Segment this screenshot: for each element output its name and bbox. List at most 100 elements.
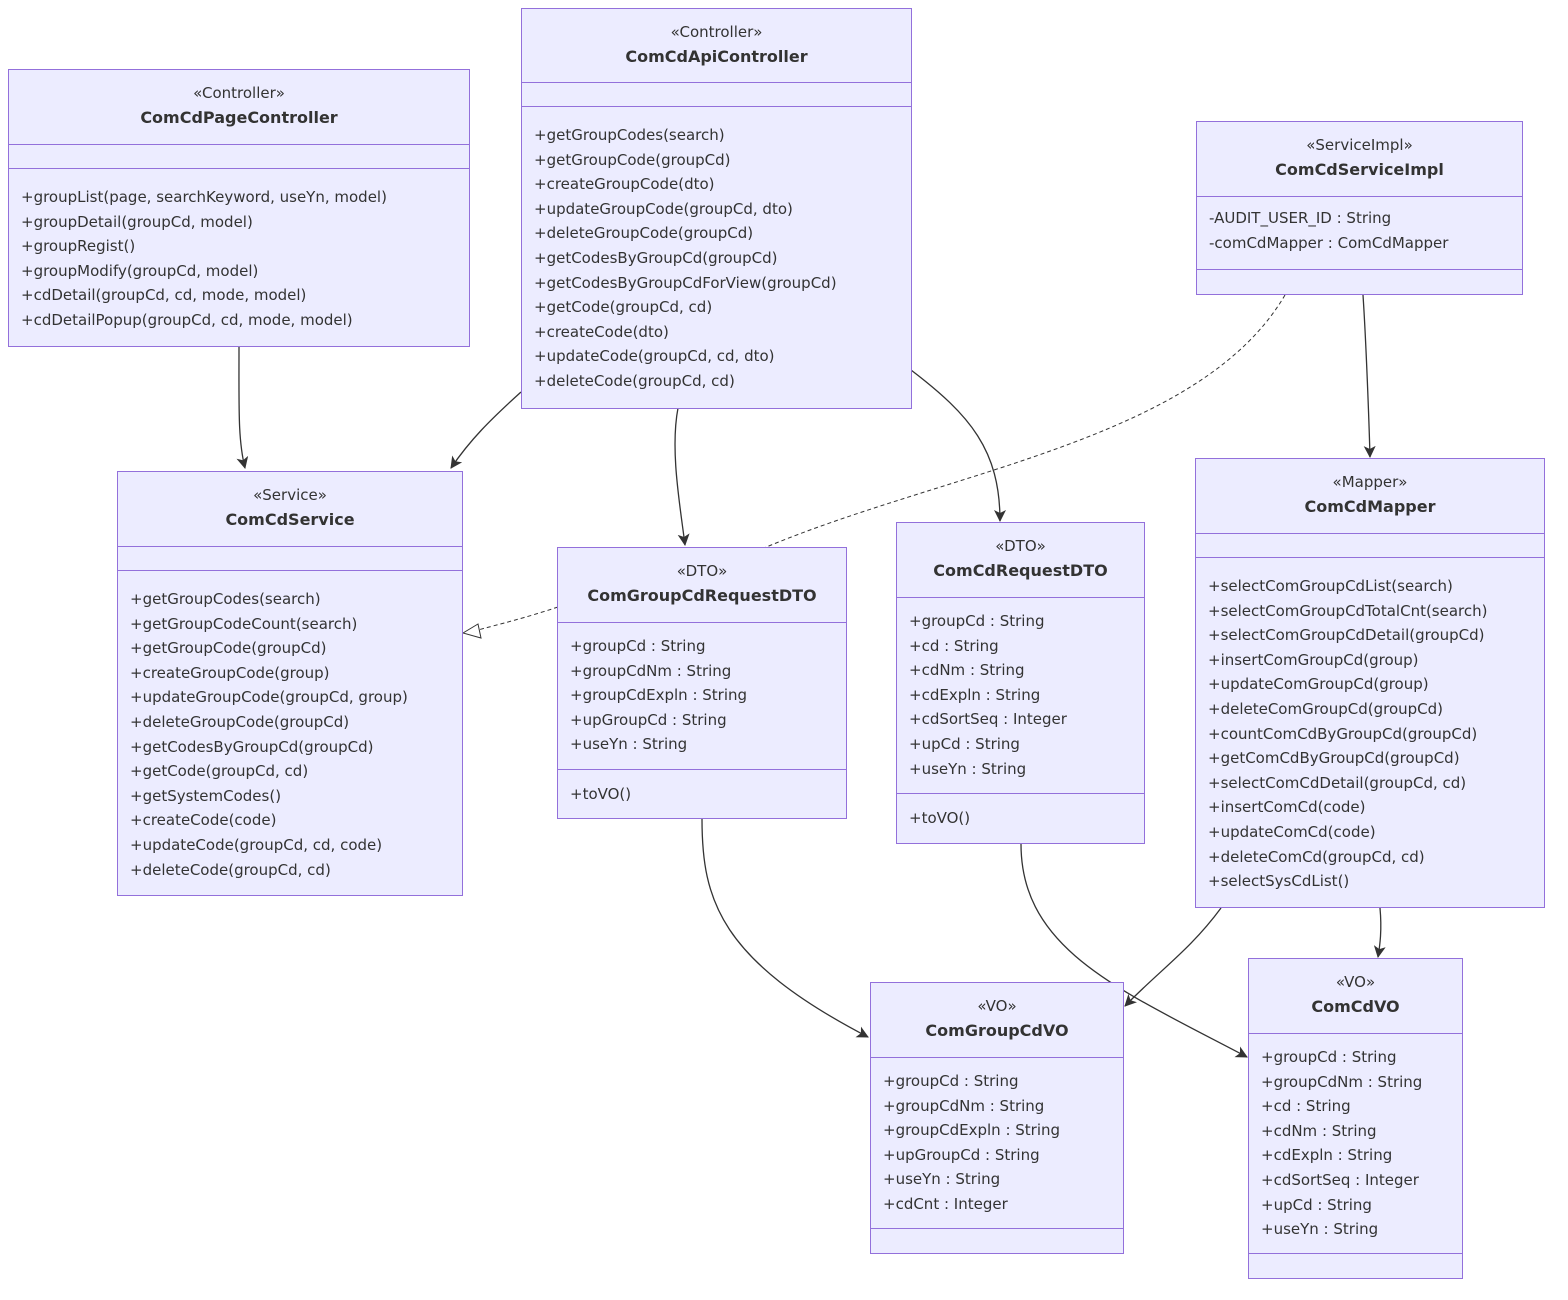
edge-mapper-cdvo bbox=[1373, 907, 1386, 958]
method: +selectComCdDetail(groupCd, cd) bbox=[1208, 773, 1467, 792]
attribute: -AUDIT_USER_ID : String bbox=[1209, 209, 1392, 227]
method: +getCodesByGroupCd(groupCd) bbox=[130, 737, 374, 756]
attribute: +upCd : String bbox=[1261, 1195, 1372, 1214]
class-comcdapicontroller: «Controller» ComCdApiController +getGrou… bbox=[521, 8, 912, 409]
method: +getGroupCode(groupCd) bbox=[130, 639, 327, 658]
class-comcdserviceimpl: «ServiceImpl» ComCdServiceImpl -AUDIT_US… bbox=[1196, 121, 1523, 295]
attribute: +groupCdNm : String bbox=[883, 1096, 1045, 1115]
class-comgroupcdrequestdto: «DTO» ComGroupCdRequestDTO +groupCd : St… bbox=[557, 547, 847, 819]
edge-pagecontroller-service bbox=[236, 346, 249, 469]
attribute: +upGroupCd : String bbox=[883, 1145, 1040, 1164]
attributes-section: +groupCd : String +groupCdNm : String +g… bbox=[558, 634, 846, 757]
method: +updateGroupCode(groupCd, group) bbox=[130, 688, 408, 707]
attributes-section: +groupCd : String +cd : String +cdNm : S… bbox=[897, 609, 1144, 781]
method: +countComCdByGroupCd(groupCd) bbox=[1208, 724, 1478, 743]
method: +updateGroupCode(groupCd, dto) bbox=[534, 199, 793, 218]
method: +updateCode(groupCd, cd, code) bbox=[130, 835, 383, 854]
realization-triangle bbox=[461, 623, 482, 639]
attribute: +useYn : String bbox=[909, 759, 1027, 778]
attribute: +cdExpln : String bbox=[1261, 1146, 1393, 1165]
attribute: +cdSortSeq : Integer bbox=[909, 710, 1067, 729]
attribute: +cdNm : String bbox=[909, 661, 1025, 680]
methods-section: +toVO() bbox=[558, 769, 846, 807]
method: +getComCdByGroupCd(groupCd) bbox=[1208, 749, 1460, 768]
method: +cdDetail(groupCd, cd, mode, model) bbox=[21, 286, 307, 305]
method: +deleteGroupCode(groupCd) bbox=[130, 712, 350, 731]
attribute: +upCd : String bbox=[909, 734, 1020, 753]
attribute: +cdNm : String bbox=[1261, 1121, 1377, 1140]
method: +deleteCode(groupCd, cd) bbox=[534, 371, 735, 390]
methods-section: +selectComGroupCdList(search) +selectCom… bbox=[1196, 557, 1544, 894]
method: +selectSysCdList() bbox=[1208, 872, 1350, 891]
attribute: +useYn : String bbox=[883, 1170, 1001, 1189]
edge-serviceimpl-service bbox=[477, 294, 1286, 631]
class-comcdservice: «Service» ComCdService +getGroupCodes(se… bbox=[117, 471, 463, 896]
method: +createCode(code) bbox=[130, 811, 277, 830]
class-stereotype: «Controller» bbox=[670, 23, 763, 41]
method: +getGroupCodes(search) bbox=[130, 590, 321, 608]
attribute: -comCdMapper : ComCdMapper bbox=[1209, 233, 1449, 252]
methods-section bbox=[1197, 269, 1522, 270]
class-comcdmapper: «Mapper» ComCdMapper +selectComGroupCdLi… bbox=[1195, 458, 1545, 908]
edge-apicontroller-groupdto bbox=[674, 407, 690, 546]
attribute: +cd : String bbox=[1261, 1097, 1351, 1116]
attribute: +groupCdNm : String bbox=[570, 661, 732, 680]
method: +getGroupCodes(search) bbox=[534, 126, 725, 144]
method: +cdDetailPopup(groupCd, cd, mode, model) bbox=[21, 310, 353, 329]
method: +updateComGroupCd(group) bbox=[1208, 675, 1429, 694]
attribute: +upGroupCd : String bbox=[570, 710, 727, 729]
method: +deleteComCd(groupCd, cd) bbox=[1208, 847, 1425, 866]
method: +toVO() bbox=[570, 785, 632, 803]
method: +getCodesByGroupCdForView(groupCd) bbox=[534, 273, 837, 292]
method: +getSystemCodes() bbox=[130, 786, 282, 805]
method: +getGroupCodeCount(search) bbox=[130, 614, 358, 633]
class-stereotype: «DTO» bbox=[995, 537, 1046, 555]
class-stereotype: «VO» bbox=[1335, 973, 1376, 991]
method: +deleteComGroupCd(groupCd) bbox=[1208, 699, 1444, 718]
method: +createGroupCode(group) bbox=[130, 663, 330, 682]
attribute: +groupCdExpln : String bbox=[883, 1121, 1061, 1140]
method: +groupDetail(groupCd, model) bbox=[21, 212, 253, 231]
class-name: ComCdApiController bbox=[625, 47, 808, 66]
class-stereotype: «ServiceImpl» bbox=[1306, 136, 1413, 154]
method: +groupModify(groupCd, model) bbox=[21, 261, 259, 280]
class-name: ComCdVO bbox=[1311, 997, 1400, 1016]
attribute: +cdExpln : String bbox=[909, 685, 1041, 704]
attribute: +groupCd : String bbox=[1261, 1048, 1397, 1066]
attribute: +groupCdNm : String bbox=[1261, 1072, 1423, 1091]
attribute: +useYn : String bbox=[570, 735, 688, 754]
edge-apicontroller-cddto bbox=[910, 369, 1006, 522]
method: +getGroupCode(groupCd) bbox=[534, 150, 731, 169]
methods-section: +getGroupCodes(search) +getGroupCode(gro… bbox=[522, 106, 911, 394]
attribute: +groupCd : String bbox=[883, 1072, 1019, 1090]
edge-serviceimpl-mapper bbox=[1362, 294, 1376, 458]
attribute: +groupCd : String bbox=[909, 612, 1045, 630]
class-comcdrequestdto: «DTO» ComCdRequestDTO +groupCd : String … bbox=[896, 522, 1145, 844]
method: +deleteCode(groupCd, cd) bbox=[130, 860, 331, 879]
edge-mapper-groupvo bbox=[1124, 907, 1222, 1007]
class-name: ComCdMapper bbox=[1304, 497, 1436, 516]
method: +groupRegist() bbox=[21, 237, 136, 256]
class-name: ComCdRequestDTO bbox=[933, 561, 1108, 580]
class-name: ComCdServiceImpl bbox=[1275, 160, 1444, 179]
class-name: ComGroupCdRequestDTO bbox=[587, 586, 817, 605]
method: +createGroupCode(dto) bbox=[534, 175, 715, 194]
class-name: ComCdService bbox=[225, 510, 355, 529]
attribute: +useYn : String bbox=[1261, 1220, 1379, 1239]
methods-section: +toVO() bbox=[897, 793, 1144, 831]
method: +insertComGroupCd(group) bbox=[1208, 650, 1419, 669]
attribute: +groupCdExpln : String bbox=[570, 686, 748, 705]
method: +insertComCd(code) bbox=[1208, 798, 1366, 817]
method: +createCode(dto) bbox=[534, 322, 669, 341]
method: +getCode(groupCd, cd) bbox=[130, 762, 309, 781]
method: +toVO() bbox=[909, 809, 971, 827]
class-stereotype: «Mapper» bbox=[1332, 473, 1408, 491]
methods-section bbox=[871, 1228, 1123, 1229]
class-stereotype: «Service» bbox=[253, 486, 327, 504]
attributes-section: -AUDIT_USER_ID : String -comCdMapper : C… bbox=[1197, 206, 1522, 255]
method: +updateCode(groupCd, cd, dto) bbox=[534, 347, 775, 366]
class-stereotype: «Controller» bbox=[193, 84, 285, 102]
attributes-section: +groupCd : String +groupCdNm : String +g… bbox=[871, 1069, 1123, 1217]
attribute: +groupCd : String bbox=[570, 637, 706, 655]
